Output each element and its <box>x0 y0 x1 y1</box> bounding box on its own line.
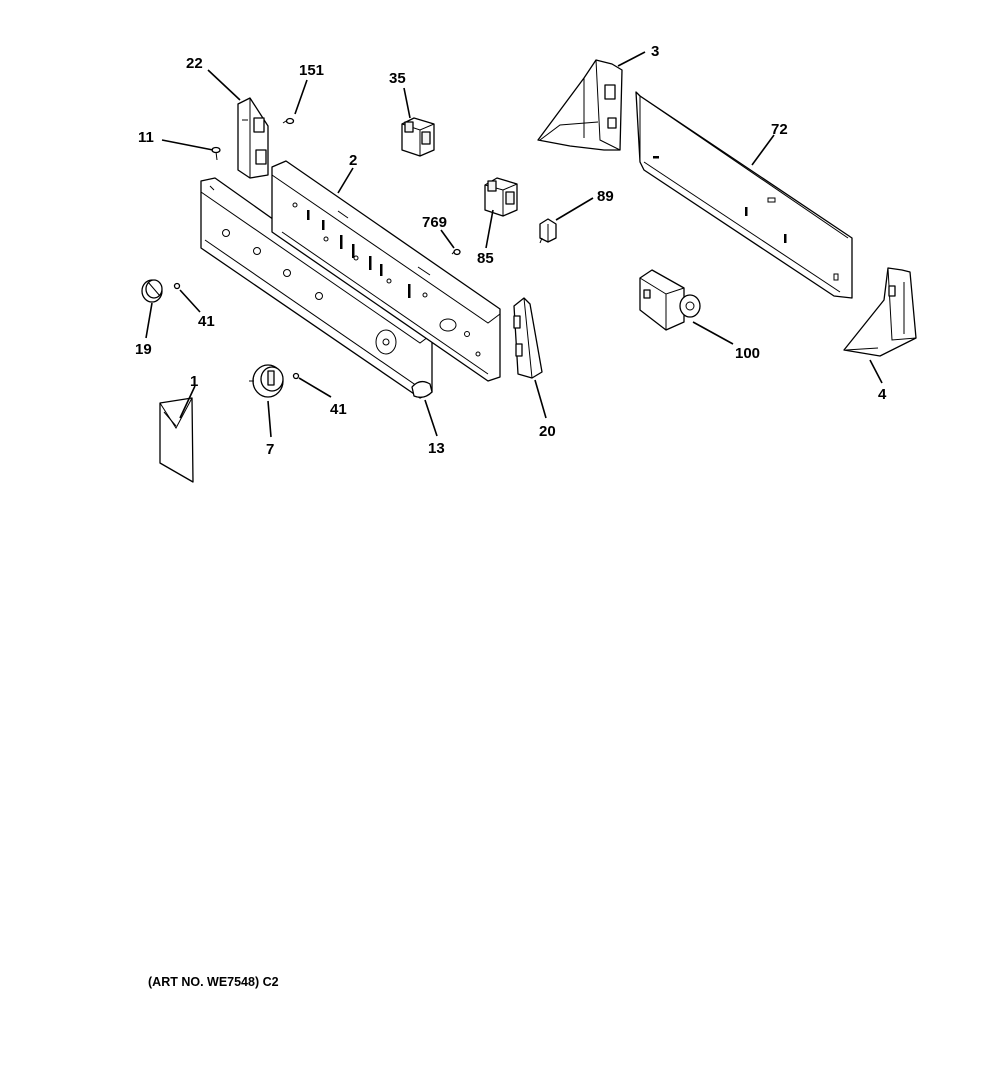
leader-3 <box>617 51 646 67</box>
leader-41a <box>179 289 201 313</box>
callout-13: 13 <box>428 440 445 457</box>
callout-labels: 1 2 3 4 7 11 13 19 20 22 35 41 41 72 85 … <box>135 43 887 458</box>
part-19-knob <box>141 279 163 303</box>
callout-2: 2 <box>349 152 357 169</box>
part-2-console-frame <box>271 160 501 382</box>
callout-41-lower: 41 <box>330 401 347 418</box>
leader-1 <box>179 385 196 419</box>
part-41-clip-lower <box>292 372 300 380</box>
part-3-bracket-left <box>537 59 623 151</box>
leader-22 <box>207 69 241 101</box>
callout-7: 7 <box>266 441 274 458</box>
callout-89: 89 <box>597 188 614 205</box>
art-number: (ART NO. WE7548) C2 <box>148 975 279 989</box>
callout-20: 20 <box>539 423 556 440</box>
part-89-small-switch <box>539 218 557 244</box>
callout-100: 100 <box>735 345 760 362</box>
part-22-end-cap <box>237 97 269 179</box>
part-769-screw <box>451 248 461 256</box>
callout-72: 72 <box>771 121 788 138</box>
callout-3: 3 <box>651 43 659 60</box>
callout-4: 4 <box>878 386 887 403</box>
part-151-screw <box>282 117 295 125</box>
callout-769: 769 <box>422 214 447 231</box>
leader-2 <box>337 167 354 194</box>
leader-lines <box>145 51 883 438</box>
leader-151 <box>294 79 308 115</box>
leader-89 <box>555 197 594 221</box>
leader-769 <box>440 229 455 249</box>
callout-41-upper: 41 <box>198 313 215 330</box>
callout-1: 1 <box>190 373 198 390</box>
callout-35: 35 <box>389 70 406 87</box>
part-4-bracket-right <box>843 267 917 357</box>
part-20-end-cap <box>513 297 543 379</box>
callout-85: 85 <box>477 250 494 267</box>
callout-11: 11 <box>138 129 154 146</box>
part-72-rear-panel <box>635 91 853 299</box>
leader-85 <box>485 209 494 249</box>
leader-13 <box>424 399 438 437</box>
leader-100 <box>692 321 734 345</box>
leader-7 <box>267 400 272 438</box>
part-41-clip-upper <box>173 282 181 290</box>
callout-19: 19 <box>135 341 152 358</box>
leader-41b <box>298 377 332 398</box>
leader-19 <box>145 302 153 339</box>
part-100-timer <box>639 269 701 331</box>
part-7-timer-knob <box>249 364 284 398</box>
leader-20 <box>534 379 547 419</box>
part-11-screw <box>211 146 221 161</box>
callout-22: 22 <box>186 55 203 72</box>
callout-151: 151 <box>299 62 324 79</box>
part-1-envelope <box>159 397 194 483</box>
leader-11 <box>161 139 214 151</box>
leader-35 <box>403 87 411 119</box>
part-85-switch <box>484 177 518 217</box>
leader-4 <box>869 359 883 384</box>
part-35-switch <box>401 117 435 157</box>
leader-72 <box>751 134 775 166</box>
